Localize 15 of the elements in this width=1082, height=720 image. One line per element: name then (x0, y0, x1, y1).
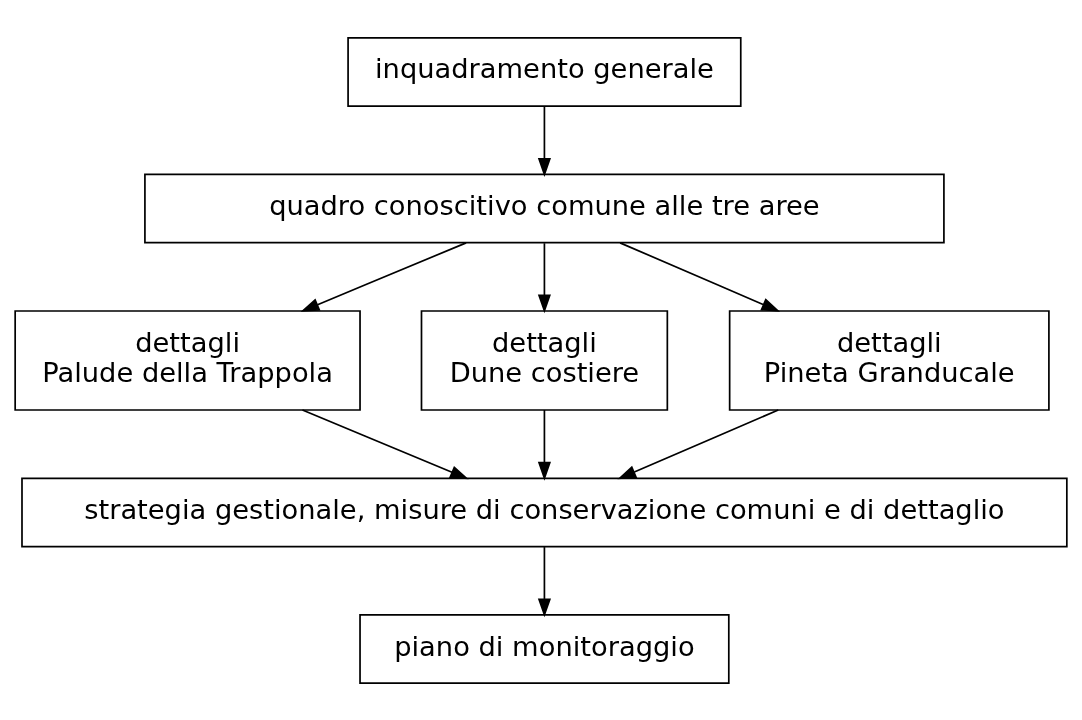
node-box: inquadramento generale (347, 36, 742, 107)
arrow (619, 241, 781, 312)
node-box: quadro conoscitivo comune alle tre aree (144, 173, 945, 244)
arrow (537, 408, 551, 481)
arrow (537, 545, 551, 617)
arrow (537, 105, 551, 177)
arrow (300, 241, 467, 312)
arrow (617, 408, 780, 479)
arrow (301, 408, 469, 479)
node-box: dettagli Dune costiere (420, 309, 669, 411)
arrow (537, 241, 551, 313)
node-box: dettagli Pineta Granducale (728, 309, 1050, 411)
node-box: strategia gestionale, misure di conservazione comuni e di dettaglio (21, 476, 1068, 547)
node-box: dettagli Palude della Trappola (14, 309, 361, 411)
node-box: piano di monitoraggio (359, 613, 730, 684)
